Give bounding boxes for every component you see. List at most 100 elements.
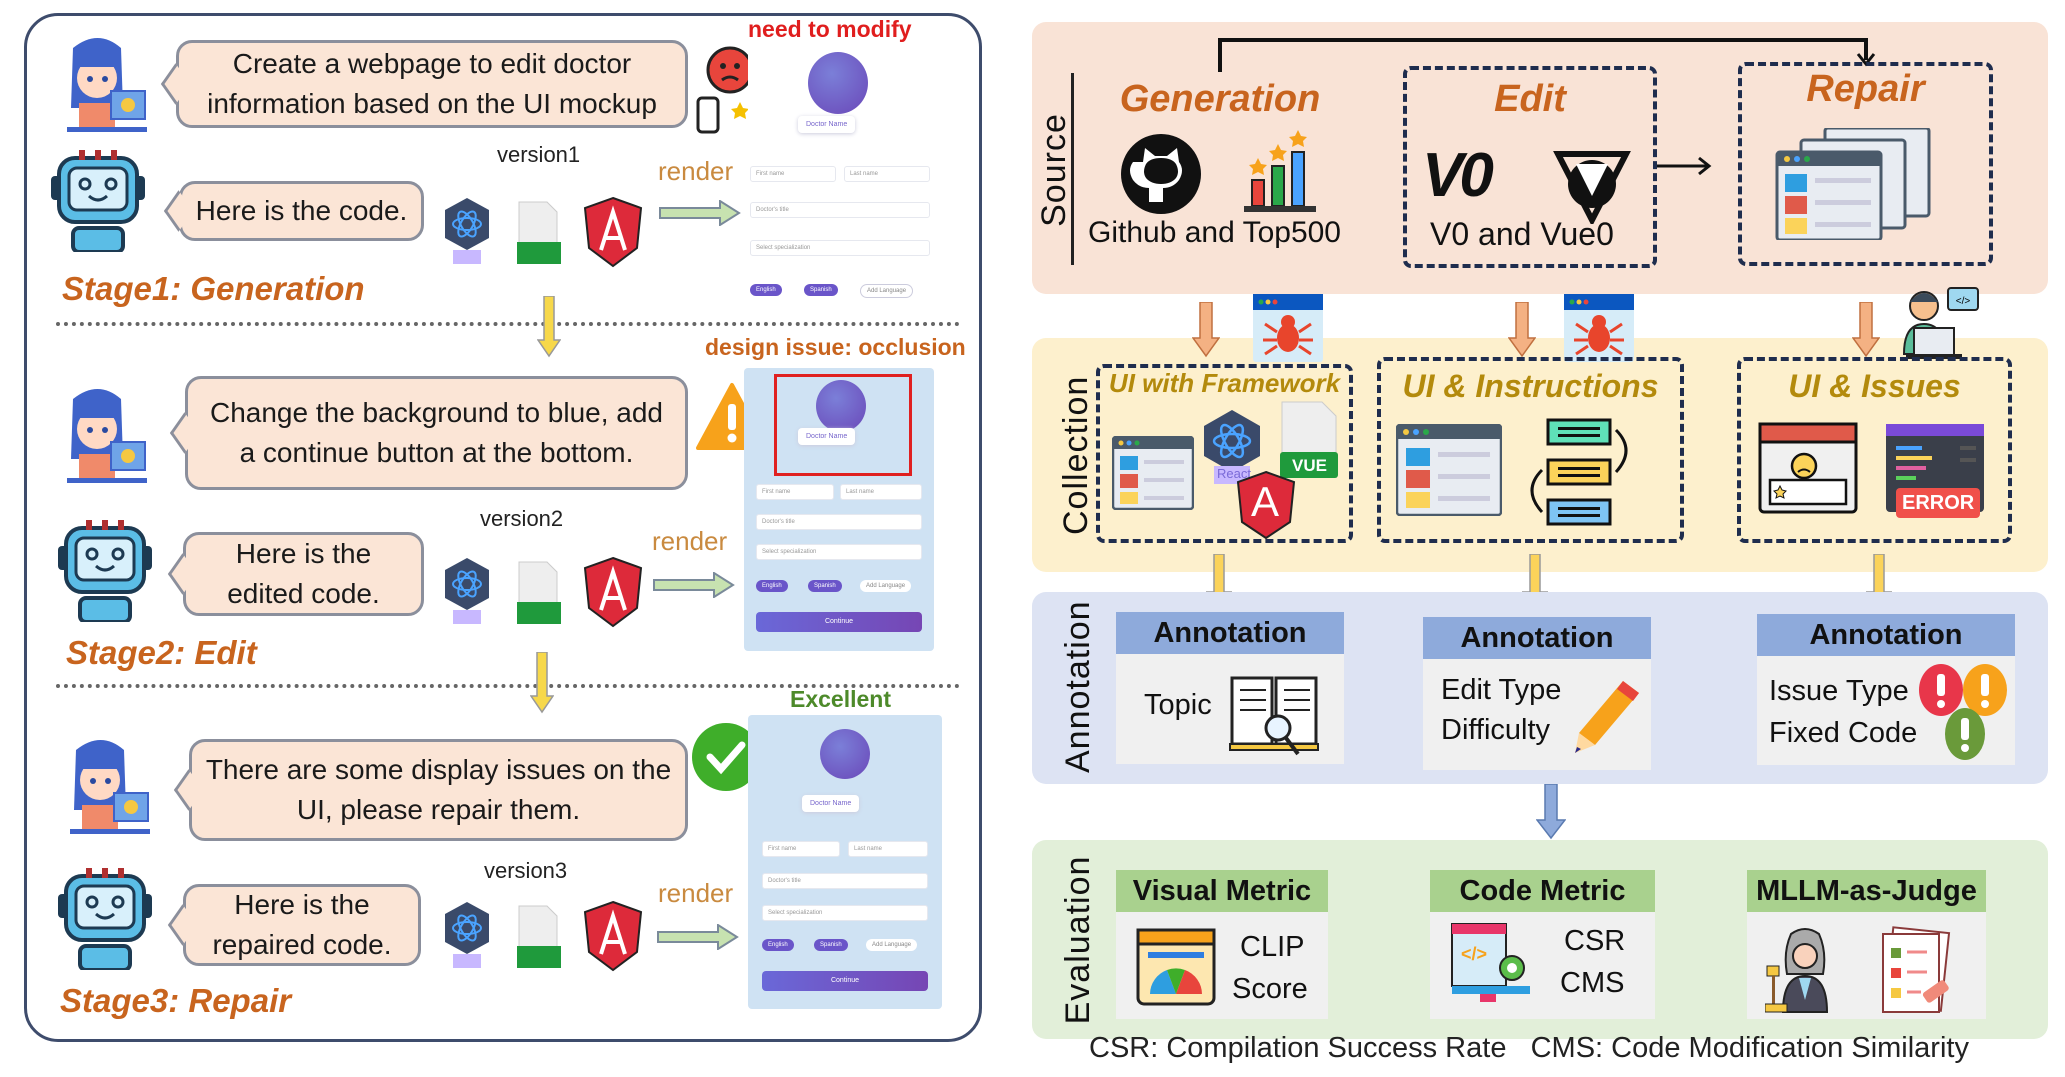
language-chip-english[interactable]: English <box>756 580 788 592</box>
react-icon <box>445 198 489 264</box>
user-message-bubble: Change the background to blue, add a con… <box>185 376 688 490</box>
user-avatar-icon <box>53 33 153 133</box>
annotation-topic-text: Topic <box>1144 689 1212 721</box>
source-label: Source <box>1035 113 1073 227</box>
collection-section <box>1032 338 2048 572</box>
doctor-title-field[interactable]: Doctor's title <box>750 202 930 218</box>
continue-button[interactable]: Continue <box>762 971 928 991</box>
user-avatar-icon <box>56 735 156 835</box>
framework-icons <box>437 556 652 628</box>
ui-with-framework-title: UI with Framework <box>1108 368 1341 398</box>
stage1-label: Stage1: Generation <box>62 270 365 307</box>
down-arrow-icon <box>536 295 562 358</box>
language-chip-spanish[interactable]: Spanish <box>804 284 838 296</box>
score-text: Score <box>1232 973 1308 1005</box>
ui-instructions-box <box>1377 357 1684 543</box>
evaluation-label: Evaluation <box>1059 855 1097 1025</box>
specialization-select[interactable]: Select specialization <box>756 544 922 560</box>
angular-icon <box>583 196 643 268</box>
render-label: render <box>658 156 734 186</box>
last-name-field[interactable]: Last name <box>840 484 922 500</box>
language-chip-english[interactable]: English <box>762 939 794 951</box>
render-arrow-icon <box>652 571 735 599</box>
last-name-field[interactable]: Last name <box>848 841 928 857</box>
ui-issues-box <box>1737 357 2012 543</box>
source-to-collection-arrow-icon <box>1852 302 1880 358</box>
stage2-label: Stage2: Edit <box>66 634 257 671</box>
metric-abbreviation-footnote: CSR: Compilation Success Rate CMS: Code … <box>1089 1032 1969 1064</box>
evaluation-card-visual: Visual Metric CLIP Score <box>1116 870 1328 1019</box>
github-icon <box>1116 132 1206 216</box>
edit-caption: V0 and Vue0 <box>1430 216 1614 252</box>
version-label: version2 <box>480 506 564 531</box>
react-icon: React <box>1200 408 1264 484</box>
render-label: render <box>658 878 734 908</box>
doctor-avatar <box>816 380 866 432</box>
evaluation-card-header: Visual Metric <box>1116 870 1328 912</box>
edit-source-box <box>1403 66 1657 268</box>
evaluation-card-judge: MLLM-as-Judge <box>1747 870 1986 1019</box>
first-name-field[interactable]: First name <box>750 166 836 182</box>
render-arrow-icon <box>656 923 739 951</box>
annotation-label: Annotation <box>1059 600 1097 773</box>
check-icon <box>690 721 762 793</box>
annotation-card-issue: Annotation Issue Type Fixed Code <box>1757 614 2015 765</box>
annotation-edit-type-text: Edit Type <box>1441 674 1562 706</box>
webpage-icon <box>1111 435 1195 511</box>
occlusion-highlight-box <box>774 374 912 476</box>
angular-label: A <box>1251 478 1280 525</box>
code-monitor-gear-icon: </> <box>1450 922 1532 1004</box>
error-label: ERROR <box>1902 492 1975 514</box>
top-ranking-chart-icon <box>1238 130 1322 214</box>
render-arrow-icon <box>658 199 741 227</box>
broken-webpage-sad-icon <box>1758 422 1858 514</box>
bot-message-bubble: Here is the repaired code. <box>183 884 421 966</box>
angular-icon: A <box>1236 470 1296 540</box>
first-name-field[interactable]: First name <box>756 484 834 500</box>
web-crawler-spider-icon <box>1251 294 1325 362</box>
specialization-select[interactable]: Select specialization <box>762 905 928 921</box>
bot-message-line: Here is the <box>235 538 372 569</box>
judge-icon <box>1764 926 1845 1016</box>
continue-button[interactable]: Continue <box>756 612 922 632</box>
language-chip-english[interactable]: English <box>750 284 782 296</box>
user-message-bubble: Create a webpage to edit doctor informat… <box>176 40 688 128</box>
doctor-title-field[interactable]: Doctor's title <box>762 873 928 889</box>
alert-exclamation-icons <box>1917 664 2013 764</box>
user-message-line: Create a webpage to edit doctor <box>232 48 632 79</box>
doctor-avatar <box>820 729 870 779</box>
source-to-collection-arrow-icon <box>1192 302 1220 358</box>
render-label: render <box>652 526 728 556</box>
doctor-title-field[interactable]: Doctor's title <box>756 514 922 530</box>
edit-title: Edit <box>1494 78 1566 120</box>
version-label: version3 <box>484 858 568 883</box>
annotation-card-header: Annotation <box>1757 614 2015 656</box>
last-name-field[interactable]: Last name <box>844 166 930 182</box>
ui-issues-title: UI & Issues <box>1788 368 1961 404</box>
react-label: React <box>1217 466 1251 481</box>
evaluation-card-header: MLLM-as-Judge <box>1747 870 1986 912</box>
add-language-button[interactable]: Add Language <box>860 580 912 592</box>
specialization-select[interactable]: Select specialization <box>750 240 930 256</box>
first-name-field[interactable]: First name <box>762 841 840 857</box>
generation-title: Generation <box>1119 78 1321 120</box>
framework-icons <box>437 900 652 972</box>
framework-icons <box>437 196 652 268</box>
feedback-need-to-modify: need to modify <box>748 16 912 42</box>
vue0-logo-icon <box>1552 144 1632 227</box>
ui-instructions-title: UI & Instructions <box>1402 368 1659 404</box>
language-chip-spanish[interactable]: Spanish <box>808 580 842 592</box>
add-language-button[interactable]: Add Language <box>866 939 918 951</box>
webpage-icon <box>1395 423 1503 517</box>
annotation-card-header: Annotation <box>1423 617 1651 659</box>
add-language-button[interactable]: Add Language <box>860 284 914 298</box>
bot-message-line: Here is the <box>234 889 370 920</box>
user-avatar-icon <box>53 384 153 484</box>
version-label: version1 <box>497 142 581 167</box>
doctor-name-label: Doctor Name <box>802 795 860 812</box>
feedback-excellent: Excellent <box>790 686 891 712</box>
cms-text: CMS <box>1560 967 1625 999</box>
annotation-card-header: Annotation <box>1116 612 1344 654</box>
user-message-line: a continue button at the bottom. <box>239 437 634 468</box>
language-chip-spanish[interactable]: Spanish <box>814 939 848 951</box>
